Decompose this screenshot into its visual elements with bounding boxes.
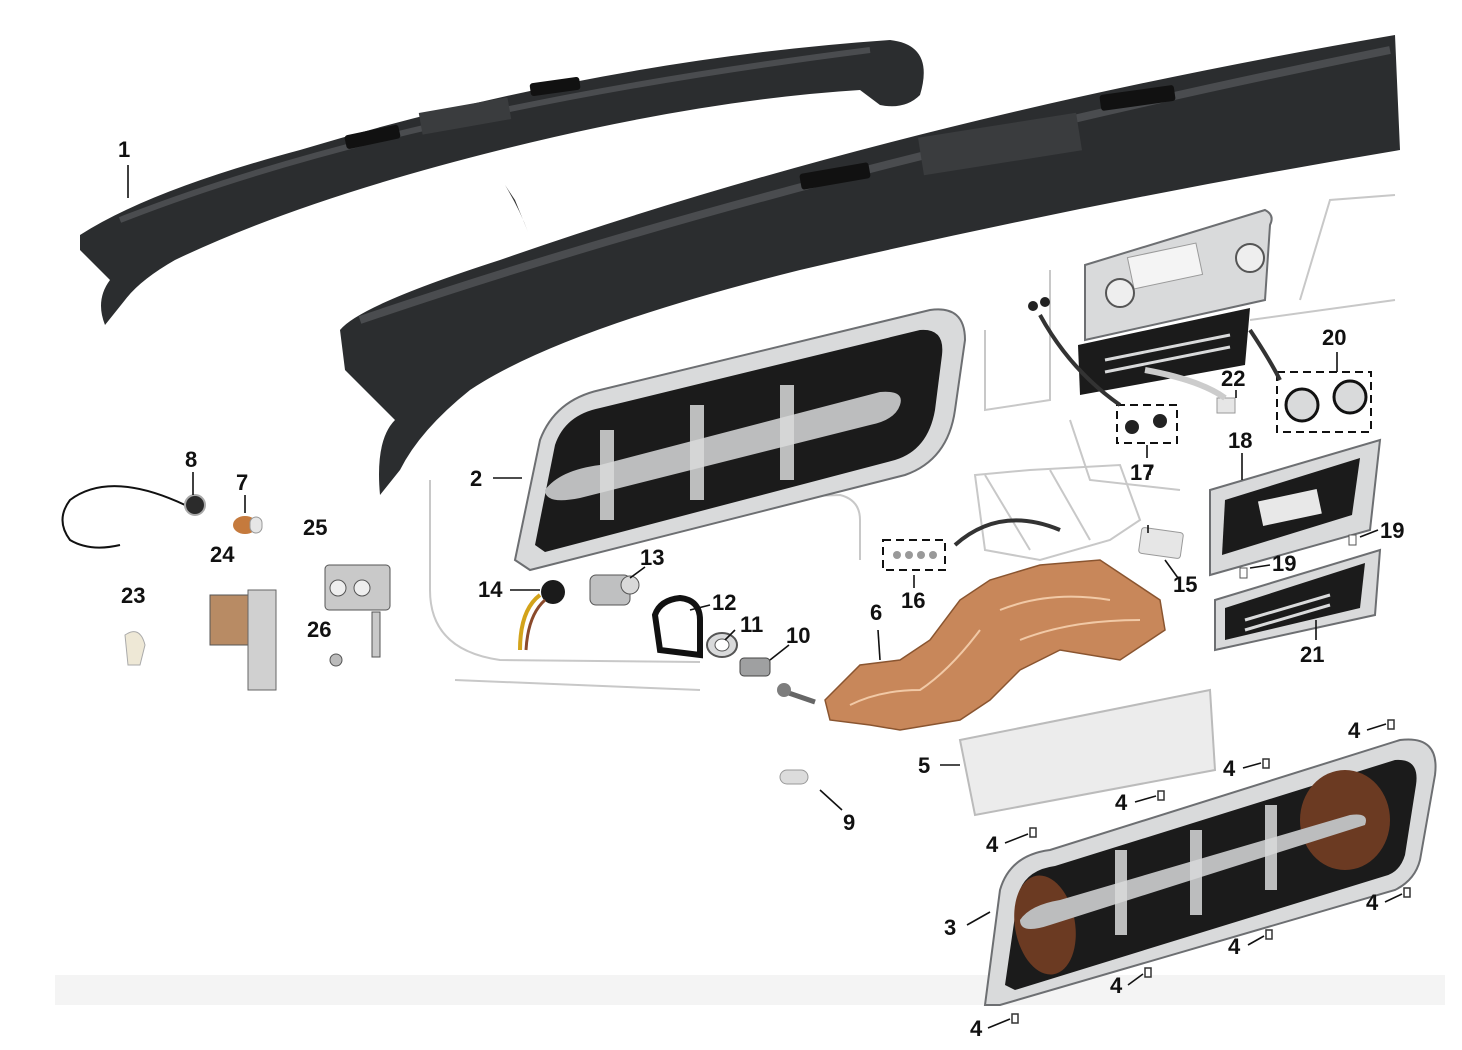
ignition-switch: [589, 574, 640, 606]
instrument-bezel-woodgrain: [983, 738, 1437, 1006]
dash-outline: [429, 194, 1396, 691]
dash-knobs: [1028, 297, 1050, 311]
clip-markers-4: [1011, 719, 1411, 1024]
clip-19: [1239, 534, 1357, 579]
callout-4d: 4: [986, 832, 999, 857]
knob-22: [1216, 397, 1236, 414]
callout-19b: 19: [1272, 551, 1296, 576]
callout-4c: 4: [1115, 790, 1128, 815]
callout-12: 12: [712, 590, 736, 615]
callout-16: 16: [901, 588, 925, 613]
callout-2: 2: [470, 466, 482, 491]
callout-1: 1: [118, 137, 130, 162]
indicator-bulb: [779, 769, 809, 785]
callout-15: 15: [1173, 572, 1197, 597]
callout-4g: 4: [1110, 973, 1123, 998]
dash-pad-large: [340, 35, 1400, 495]
ignition-cylinder-keys: [739, 657, 816, 705]
callout-10: 10: [786, 623, 810, 648]
radio: [1078, 208, 1273, 395]
knob-15: [1138, 527, 1184, 559]
callout-4f: 4: [1228, 934, 1241, 959]
instrument-bezel-chrome: [513, 308, 967, 572]
callout-7: 7: [236, 470, 248, 495]
dash-pad-small: [80, 40, 924, 325]
heater-control-housing: [973, 463, 1142, 562]
switch-24: [209, 589, 277, 691]
radio-bezel-18: [1209, 438, 1382, 577]
callout-19a: 19: [1380, 518, 1404, 543]
callout-26: 26: [307, 617, 331, 642]
callout-8: 8: [185, 447, 197, 472]
printed-circuit: [824, 559, 1166, 731]
clip-23: [124, 631, 146, 666]
group-box-16: [882, 539, 946, 571]
group-box-17: [1116, 404, 1178, 444]
callout-4h: 4: [970, 1016, 983, 1041]
callout-4a: 4: [1348, 718, 1361, 743]
bulb: [233, 516, 263, 534]
screw-26: [329, 653, 343, 667]
callout-9: 9: [843, 810, 855, 835]
ignition-bracket: [651, 594, 703, 659]
callout-14: 14: [478, 577, 503, 602]
callout-5: 5: [918, 753, 930, 778]
floor-shadow: [55, 975, 1445, 1005]
bulb-socket-wire: [61, 485, 206, 549]
callout-4e: 4: [1366, 890, 1379, 915]
callout-21: 21: [1300, 642, 1324, 667]
switch-25: [324, 564, 391, 658]
callout-11: 11: [740, 612, 763, 637]
callout-17: 17: [1130, 460, 1154, 485]
instrument-lens: [958, 688, 1217, 817]
callout-23: 23: [121, 583, 145, 608]
connector-arrows: [505, 185, 1282, 547]
ignition-bezel-nut: [706, 632, 738, 658]
callout-20: 20: [1322, 325, 1346, 350]
callout-6: 6: [870, 600, 882, 625]
callout-4b: 4: [1223, 756, 1236, 781]
callout-22: 22: [1221, 366, 1245, 391]
callout-24: 24: [210, 542, 235, 567]
ignition-connector: [518, 580, 565, 651]
callout-labels: 1 2 3 4 4 4 4 4 4 4 4 5 6 7 8 9 10 11 12…: [118, 137, 1404, 1041]
group-box-20: [1276, 371, 1372, 433]
callout-13: 13: [640, 545, 664, 570]
leader-lines: [127, 165, 1379, 926]
callout-3: 3: [944, 915, 956, 940]
callout-25: 25: [303, 515, 327, 540]
heater-control-bezel-21: [1214, 548, 1382, 652]
clip-leaders-4: [987, 723, 1403, 1029]
callout-18: 18: [1228, 428, 1252, 453]
